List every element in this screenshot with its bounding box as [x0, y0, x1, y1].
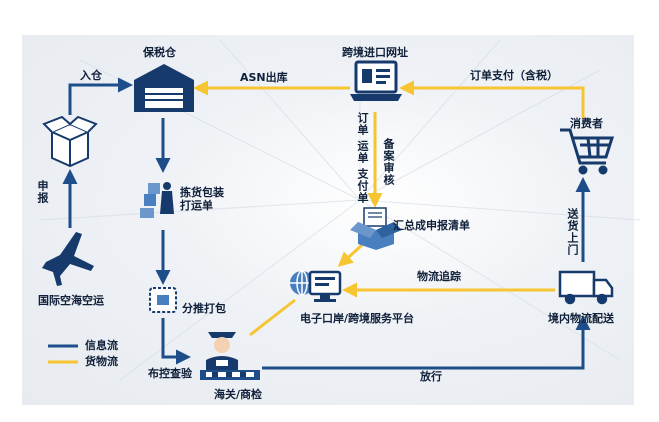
customs-officer-icon	[200, 332, 260, 380]
edge-platform-to-customs	[249, 298, 296, 337]
edge-label-delivery-to-door: 送货上门	[566, 208, 579, 256]
node-eport-platform: 电子口岸/跨境服务平台	[300, 312, 415, 325]
node-summary-declaration: 汇总成申报清单	[393, 219, 470, 232]
edge-label-waybill: 运单	[356, 140, 369, 164]
warehouse-icon	[134, 64, 194, 112]
edge-label-payment-slip: 支付单	[356, 168, 369, 204]
globe-computer-icon	[290, 270, 342, 302]
legend-info-flow: 信息流	[85, 339, 118, 352]
edge-release	[262, 315, 591, 370]
node-customs: 海关/商检	[214, 388, 263, 401]
edge-label-logistics-tracking: 物流追踪	[417, 270, 461, 283]
edge-summary-to-platform	[337, 243, 364, 268]
legend-goods-flow: 货物流	[85, 355, 118, 368]
node-picking-packing: 拣货包装 打运单	[180, 186, 224, 212]
truck-icon	[558, 270, 614, 305]
edge-label-order-payment: 订单支付（含税）	[470, 69, 558, 82]
background-rays	[39, 39, 641, 381]
node-cross-border-site: 跨境进口网址	[342, 46, 408, 59]
node-sorting-packing: 分推打包	[182, 302, 226, 315]
edge-control-inspection	[161, 318, 191, 365]
node-consumer: 消费者	[570, 117, 603, 130]
node-domestic-delivery: 境内物流配送	[548, 312, 614, 325]
edge-label-release: 放行	[420, 370, 442, 383]
edge-label-asn-outbound: ASN出库	[240, 71, 288, 84]
edge-order-payment	[399, 80, 585, 118]
laptop-icon	[350, 60, 402, 101]
edge-label-control-inspection: 布控查验	[148, 367, 192, 380]
edge-label-order: 订单	[356, 112, 369, 136]
edge-label-declare: 申报	[36, 180, 49, 204]
parcel-icon	[149, 287, 177, 313]
edge-label-into-warehouse: 入仓	[80, 69, 102, 82]
airplane-icon	[42, 232, 94, 286]
node-bonded-warehouse: 保税仓	[143, 46, 176, 59]
shopping-cart-icon	[560, 128, 615, 175]
package-icon	[42, 115, 98, 168]
edge-into-warehouse	[68, 77, 133, 115]
edge-label-record-audit: 备案审核	[382, 138, 395, 186]
open-box-icon	[350, 207, 402, 250]
node-international-transport: 国际空海空运	[38, 294, 104, 307]
background-panel	[22, 35, 634, 405]
worker-icon	[140, 182, 174, 218]
